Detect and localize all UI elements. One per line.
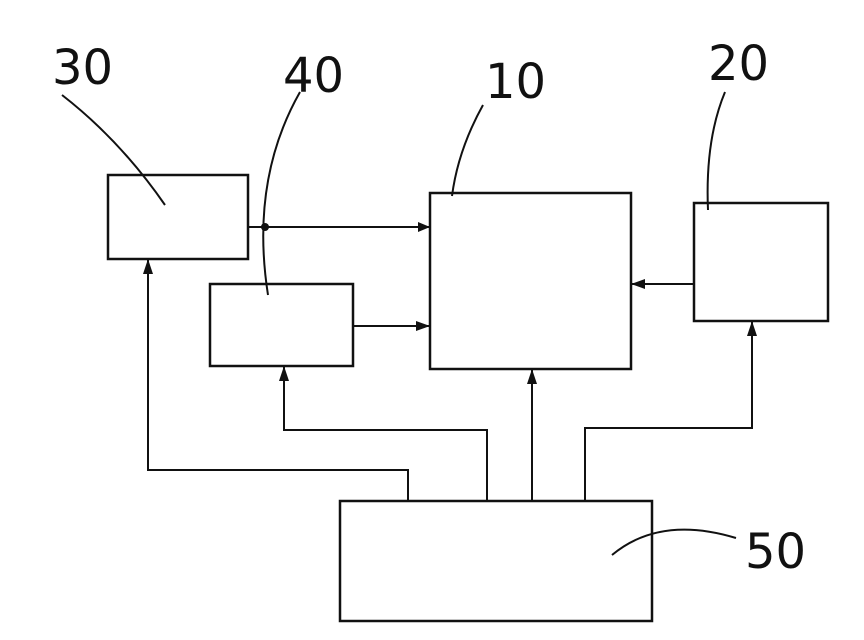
arrowhead-into-20 <box>747 321 757 336</box>
wire-50-to-30 <box>147 259 409 501</box>
block-30 <box>106 173 250 261</box>
label-50: 50 <box>745 524 806 580</box>
leader-30 <box>61 94 166 206</box>
wire-50-to-40 <box>283 366 488 501</box>
arrowhead-into-40 <box>279 366 289 381</box>
leader-10 <box>451 104 484 197</box>
arrowhead-into-10-from-50 <box>527 369 537 384</box>
arrowhead-into-10-from-40 <box>416 321 430 331</box>
arrowhead-into-30 <box>143 259 153 274</box>
block-40 <box>208 282 355 368</box>
label-30: 30 <box>52 40 113 96</box>
arrowhead-into-10-from-20 <box>631 279 645 289</box>
arrowhead-into-10-from-30 <box>418 222 430 232</box>
block-10 <box>428 191 633 371</box>
leader-20 <box>706 91 726 211</box>
junction-dot <box>261 223 269 231</box>
leader-40 <box>262 91 301 296</box>
wire-50-to-20 <box>584 321 753 501</box>
leader-50 <box>611 528 737 556</box>
label-20: 20 <box>708 36 769 92</box>
label-10: 10 <box>485 54 546 110</box>
label-40: 40 <box>283 48 344 104</box>
block-50 <box>338 499 654 623</box>
block-20 <box>692 201 830 323</box>
